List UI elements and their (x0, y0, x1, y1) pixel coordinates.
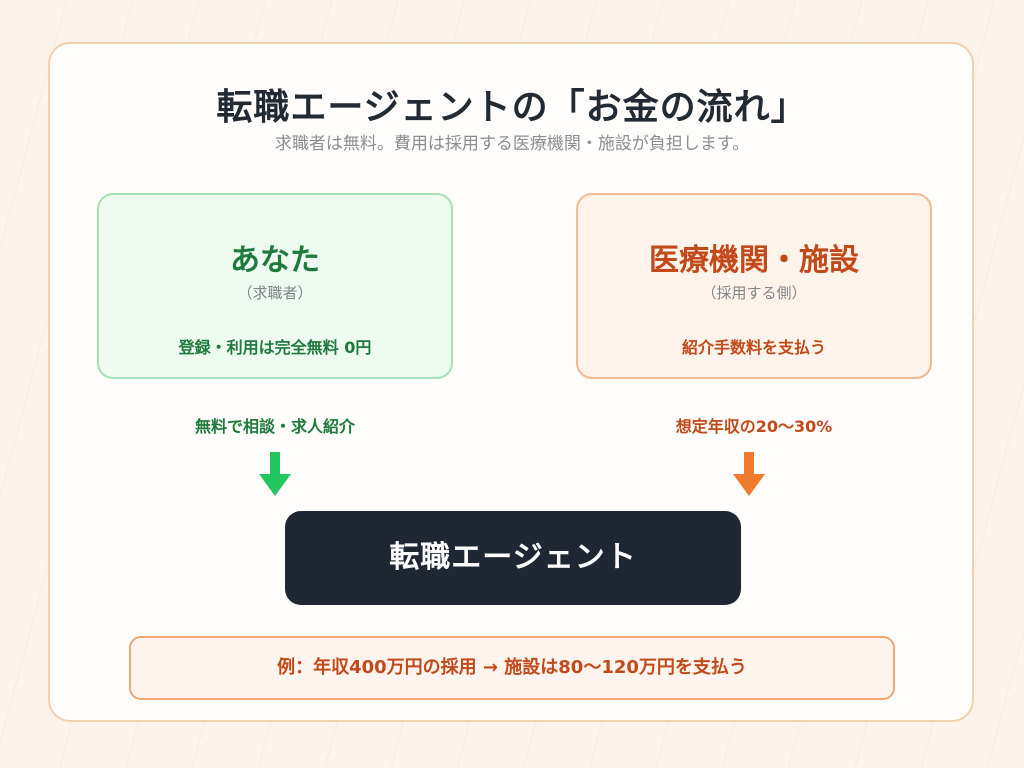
job-seeker-name: あなた (230, 243, 320, 278)
job-seeker-role: （求職者） (237, 284, 313, 302)
job-seeker-box: あなた （求職者） 登録・利用は完全無料 0円 (97, 193, 453, 379)
job-seeker-flow-label: 無料で相談・求人紹介 (194, 417, 355, 436)
arrow-down-icon (733, 452, 765, 496)
arrow-down-icon (259, 452, 291, 496)
facility-flow-label: 想定年収の20〜30% (675, 417, 833, 436)
agent-box: 転職エージェント (285, 511, 741, 605)
page-title: 転職エージェントの「お金の流れ」 (216, 87, 808, 128)
job-seeker-note: 登録・利用は完全無料 0円 (178, 338, 372, 357)
facility-name: 医療機関・施設 (649, 243, 859, 278)
example-box: 例：年収400万円の採用 → 施設は80〜120万円を支払う (129, 636, 895, 700)
page-subtitle: 求職者は無料。費用は採用する医療機関・施設が負担します。 (274, 134, 750, 154)
facility-role: （採用する側） (701, 284, 807, 302)
facility-note: 紹介手数料を支払う (681, 338, 826, 357)
facility-box: 医療機関・施設 （採用する側） 紹介手数料を支払う (576, 193, 932, 379)
diagram-card (48, 42, 974, 722)
